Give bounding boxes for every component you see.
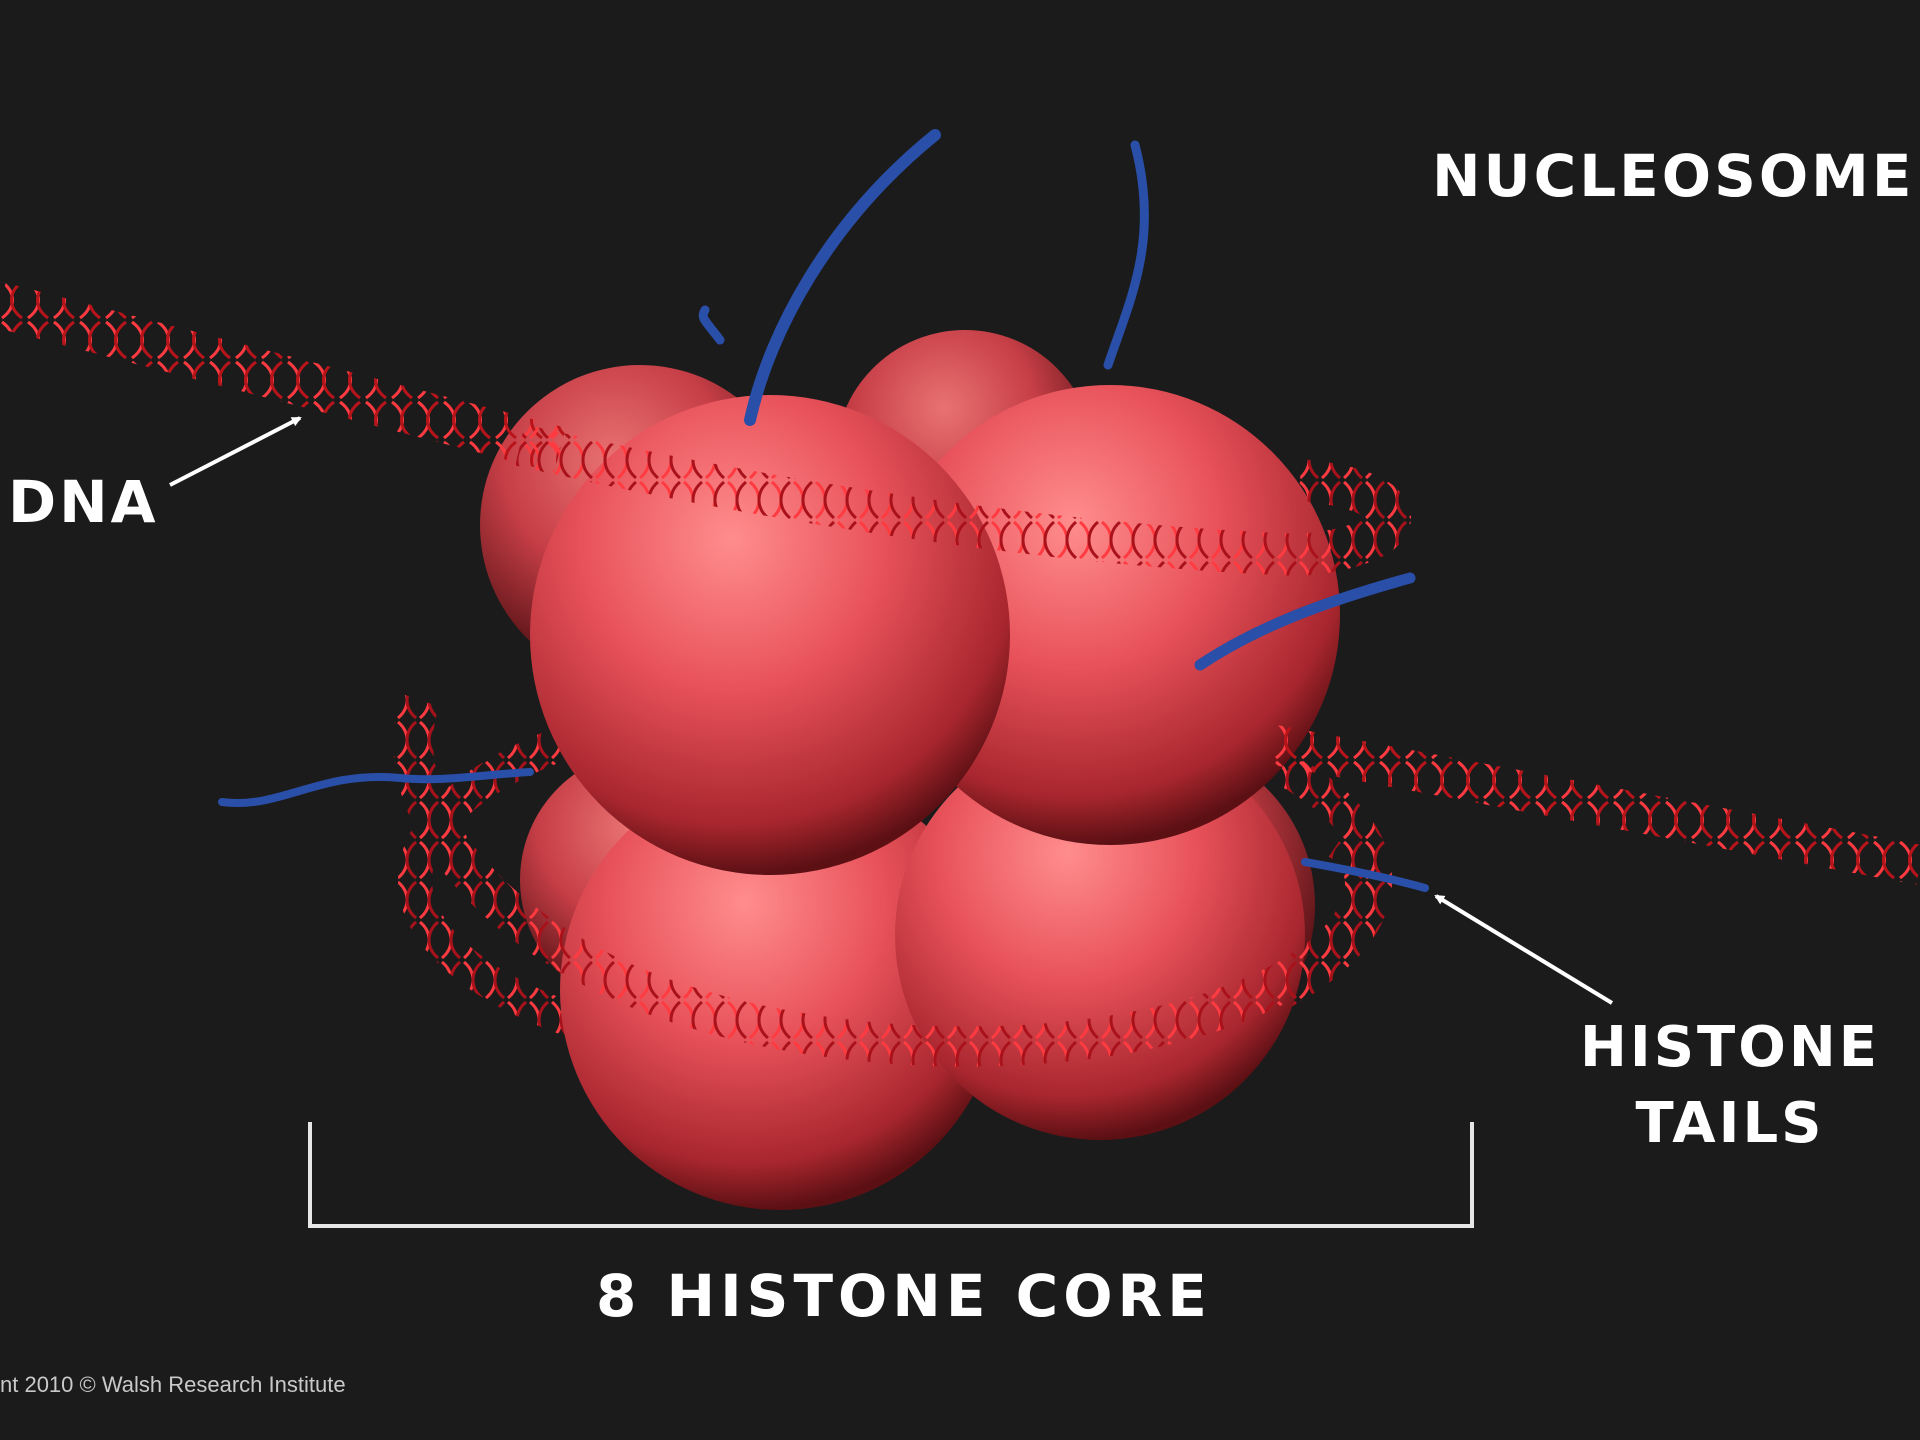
diagram-title: NUCLEOSOME: [1432, 142, 1915, 210]
histone-tails-label: HISTONE TAILS: [1580, 1010, 1880, 1162]
dna-label: DNA: [8, 468, 159, 536]
copyright-notice: nt 2010 © Walsh Research Institute: [0, 1372, 346, 1398]
histone-tails-label-line2: TAILS: [1580, 1086, 1880, 1162]
histone-core-label: 8 HISTONE CORE: [596, 1262, 1212, 1330]
histone-tails-label-line1: HISTONE: [1580, 1010, 1880, 1086]
